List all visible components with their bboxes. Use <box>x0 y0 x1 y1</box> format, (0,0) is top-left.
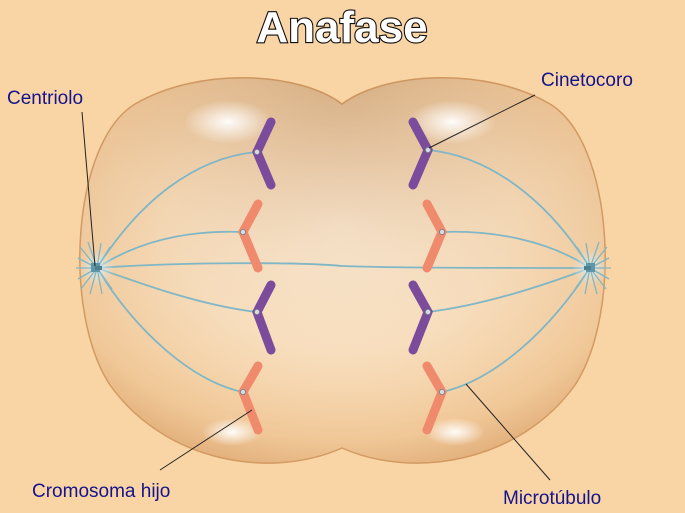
leader-centriolo <box>81 111 96 267</box>
centriole-right-icon <box>584 263 595 272</box>
diagram-title: Anafase <box>256 3 427 52</box>
highlight-bottom-right <box>425 418 485 446</box>
label-centriolo: Centriolo <box>7 88 83 109</box>
label-microtubulo: Microtúbulo <box>503 488 601 509</box>
kinetochores <box>239 146 445 395</box>
label-cinetocoro: Cinetocoro <box>541 70 633 91</box>
label-cromosoma-hijo: Cromosoma hijo <box>32 481 170 502</box>
leader-microtubulo <box>465 383 551 481</box>
highlight-top-right <box>408 100 496 144</box>
highlight-bottom-left <box>202 418 262 446</box>
centriole-left-icon <box>91 263 102 272</box>
leader-lines <box>81 94 551 481</box>
leader-cromosoma-hijo <box>159 409 253 471</box>
cell-top-shading <box>79 77 606 464</box>
highlight-top-left <box>184 100 272 144</box>
leader-cinetocoro <box>428 94 536 149</box>
